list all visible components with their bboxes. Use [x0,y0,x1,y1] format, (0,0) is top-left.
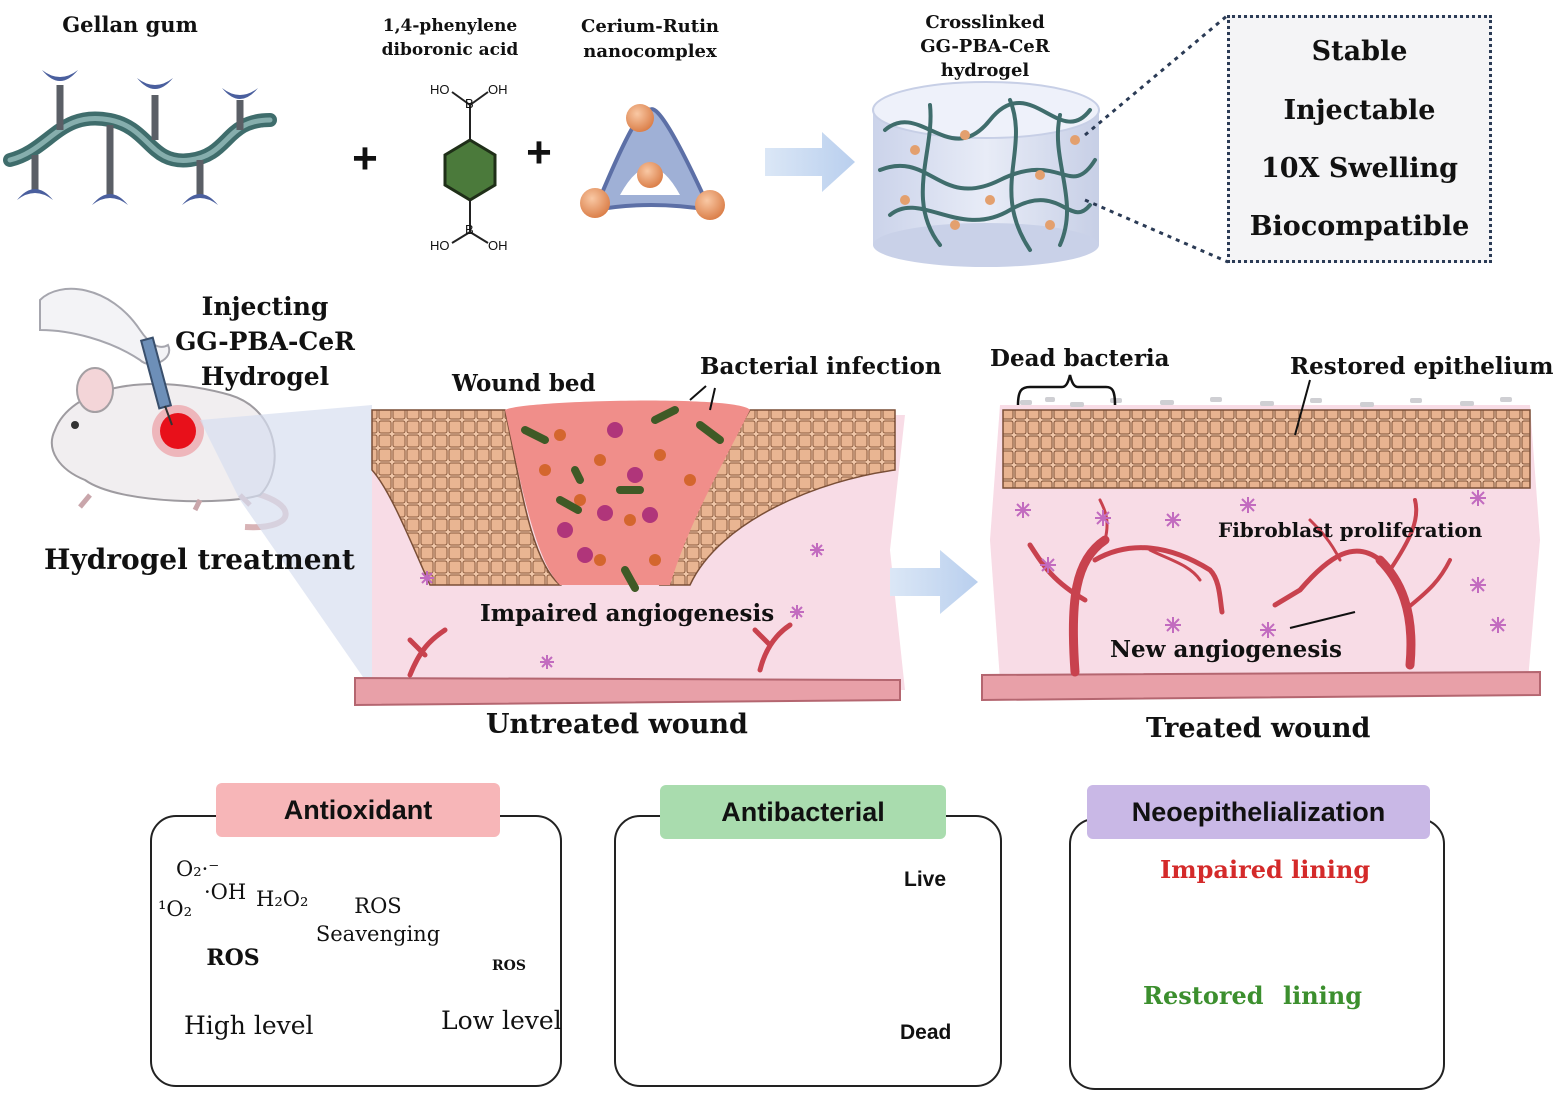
property-injectable: Injectable [1283,95,1436,126]
antioxidant-panel [150,815,562,1087]
properties-box: Stable Injectable 10X Swelling Biocompat… [1227,15,1492,263]
ros-small-label: ROS [492,958,526,974]
injecting-label-line3: Hydrogel [200,362,330,391]
neoepithelialization-title: Neoepithelialization [1087,785,1430,839]
fibroblast-label: Fibroblast proliferation [1218,518,1483,542]
scavenging-label-line2: Seavenging [315,922,441,946]
injecting-label-line2: GG-PBA-CeR [175,327,355,356]
property-biocompatible: Biocompatible [1249,211,1470,242]
treated-wound-label: Treated wound [1146,713,1371,744]
reaction-arrow [765,132,855,192]
cerium-label-line2: nanocomplex [583,41,717,62]
plus-sign-1: + [352,134,378,183]
ho-top: HO [430,82,450,97]
peroxide-label: H₂O₂ [256,887,309,911]
pda-label-line1: 1,4-phenylene [382,16,518,36]
oh-top: OH [488,82,508,97]
gloved-hand-syringe [39,287,173,426]
live-label: Live [904,868,947,891]
restored-label: Restored [1143,981,1264,1010]
gellan-gum-label: Gellan gum [62,12,198,37]
hydrogel-label-line2: GG-PBA-CeR [920,36,1050,57]
antibacterial-panel [614,815,1002,1087]
cerium-label-line1: Cerium-Rutin [581,16,719,37]
antioxidant-title: Antioxidant [216,783,500,837]
impaired-angiogenesis-label: Impaired angiogenesis [480,600,775,627]
superoxide-label: O₂·⁻ [176,857,220,881]
high-level-label: High level [184,1011,314,1040]
cerium-rutin-nanocomplex [580,104,725,220]
gellan-gum-structure [3,70,277,205]
diboronic-acid-structure [443,91,497,244]
bacterial-infection-label: Bacterial infection [700,353,942,380]
hydrogel-cylinder [872,81,1100,267]
pda-label-line2: diboronic acid [381,40,519,60]
hydrogel-label-line3: hydrogel [940,60,1030,81]
antibacterial-title: Antibacterial [660,785,946,839]
dead-bacteria-brace [1016,374,1117,406]
restored-epithelium-label: Restored epithelium [1290,353,1554,380]
property-swelling: 10X Swelling [1260,153,1459,184]
scavenging-label-line1: ROS [354,894,402,918]
magnification-funnel [200,405,372,690]
neoepithelialization-panel [1069,818,1445,1090]
plus-sign-2: + [526,128,552,177]
untreated-wound-label: Untreated wound [486,709,748,740]
dead-bacteria-label: Dead bacteria [990,345,1170,372]
lining-label: lining [1283,981,1363,1010]
oh-bottom: OH [488,238,508,253]
boron-top: B [465,96,474,111]
low-level-label: Low level [441,1006,562,1035]
ros-large-label: ROS [206,945,260,971]
singlet-oxygen-label: ¹O₂ [158,897,193,921]
untreated-wound-tissue [354,400,905,707]
treatment-arrow [890,550,978,614]
ho-bottom: HO [430,238,450,253]
boron-bottom: B [465,222,474,237]
hydroxyl-label: ·OH [204,880,247,904]
new-angiogenesis-label: New angiogenesis [1110,636,1342,663]
wound-bed-label: Wound bed [452,370,596,397]
treated-wound-tissue [981,397,1541,702]
dead-label: Dead [900,1021,952,1044]
hydrogel-label-line1: Crosslinked [925,12,1045,33]
property-stable: Stable [1311,36,1408,67]
impaired-lining-label: Impaired lining [1160,855,1371,884]
hydrogel-treatment-label: Hydrogel treatment [44,543,355,576]
injecting-label-line1: Injecting [201,292,329,321]
